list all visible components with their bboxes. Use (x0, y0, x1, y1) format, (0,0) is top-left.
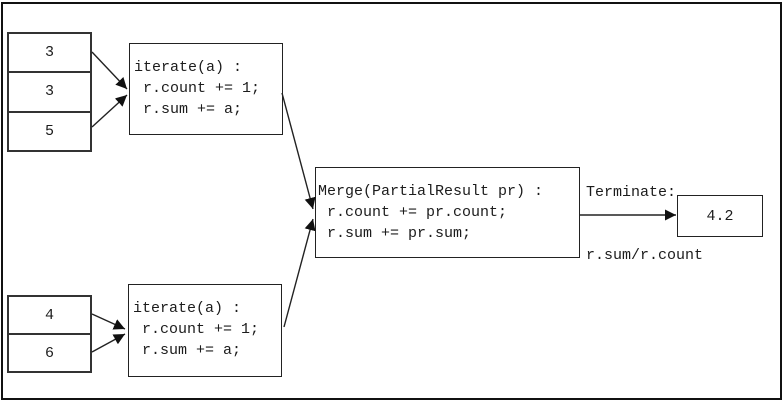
input-cell: 3 (9, 73, 90, 113)
terminate-label-line2: r.sum/r.count (586, 247, 704, 264)
input-list-top: 3 3 5 (7, 32, 92, 152)
outer-frame (1, 2, 782, 400)
input-cell: 5 (44, 122, 54, 140)
code-line: r.sum += a; (134, 101, 243, 118)
code-line: r.count += pr.count; (318, 204, 508, 221)
input-cell: 6 (44, 344, 54, 362)
code-line: r.count += 1; (134, 80, 261, 97)
code-line: r.sum += a; (133, 342, 242, 359)
merge-box: Merge(PartialResult pr) : r.count += pr.… (315, 167, 580, 258)
code-line: iterate(a) : (133, 300, 242, 317)
terminate-label-line1: Terminate: (586, 184, 677, 201)
input-cell: 3 (9, 34, 90, 74)
input-list-bottom: 4 6 (7, 295, 92, 373)
input-cell: 4 (9, 297, 90, 335)
code-line: iterate(a) : (134, 59, 243, 76)
iterate-box-bottom: iterate(a) : r.count += 1; r.sum += a; (128, 284, 282, 377)
code-line: r.sum += pr.sum; (318, 225, 472, 242)
terminate-label: Terminate: r.sum/r.count (586, 140, 703, 308)
result-box: 4.2 (677, 195, 763, 237)
code-line: r.count += 1; (133, 321, 260, 338)
iterate-box-top: iterate(a) : r.count += 1; r.sum += a; (129, 43, 283, 135)
code-line: Merge(PartialResult pr) : (318, 183, 544, 200)
